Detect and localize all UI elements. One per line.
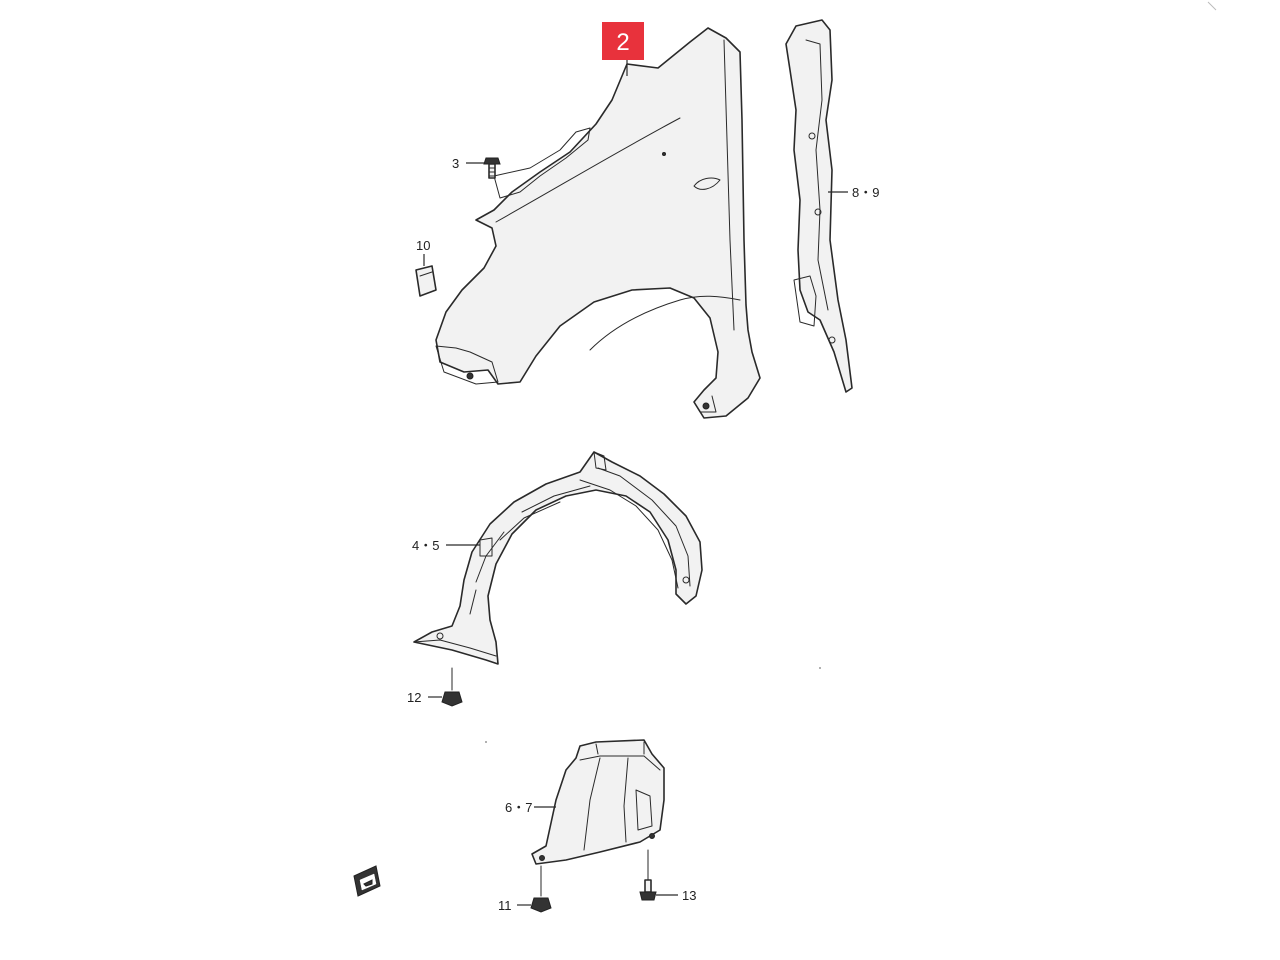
stray-mark: [485, 741, 487, 743]
callout-3: 3: [452, 156, 459, 171]
callout-12: 12: [407, 690, 421, 705]
part-2-label: 2: [616, 29, 629, 56]
wheel-well-liner[interactable]: [413, 451, 703, 665]
side-marker-panel[interactable]: [353, 865, 381, 897]
fender-cap[interactable]: [415, 265, 437, 297]
fender-seal[interactable]: [785, 19, 853, 393]
stray-mark: [1207, 1, 1217, 11]
clip-fastener-11[interactable]: [530, 865, 552, 913]
front-fender[interactable]: [435, 27, 761, 419]
callout-6-7: 6・7: [505, 800, 532, 815]
callout-11: 11: [498, 898, 512, 913]
splash-shield[interactable]: [531, 739, 665, 865]
fender-bolt[interactable]: [483, 157, 501, 179]
screw-13[interactable]: [639, 849, 657, 901]
callout-13: 13: [682, 888, 696, 903]
part-2-badge[interactable]: 2: [602, 22, 644, 60]
callout-8-9: 8・9: [852, 185, 879, 200]
clip-fastener-12[interactable]: [441, 667, 463, 707]
callout-10: 10: [416, 238, 430, 253]
stray-mark: [819, 667, 821, 669]
callout-4-5: 4・5: [412, 538, 439, 553]
